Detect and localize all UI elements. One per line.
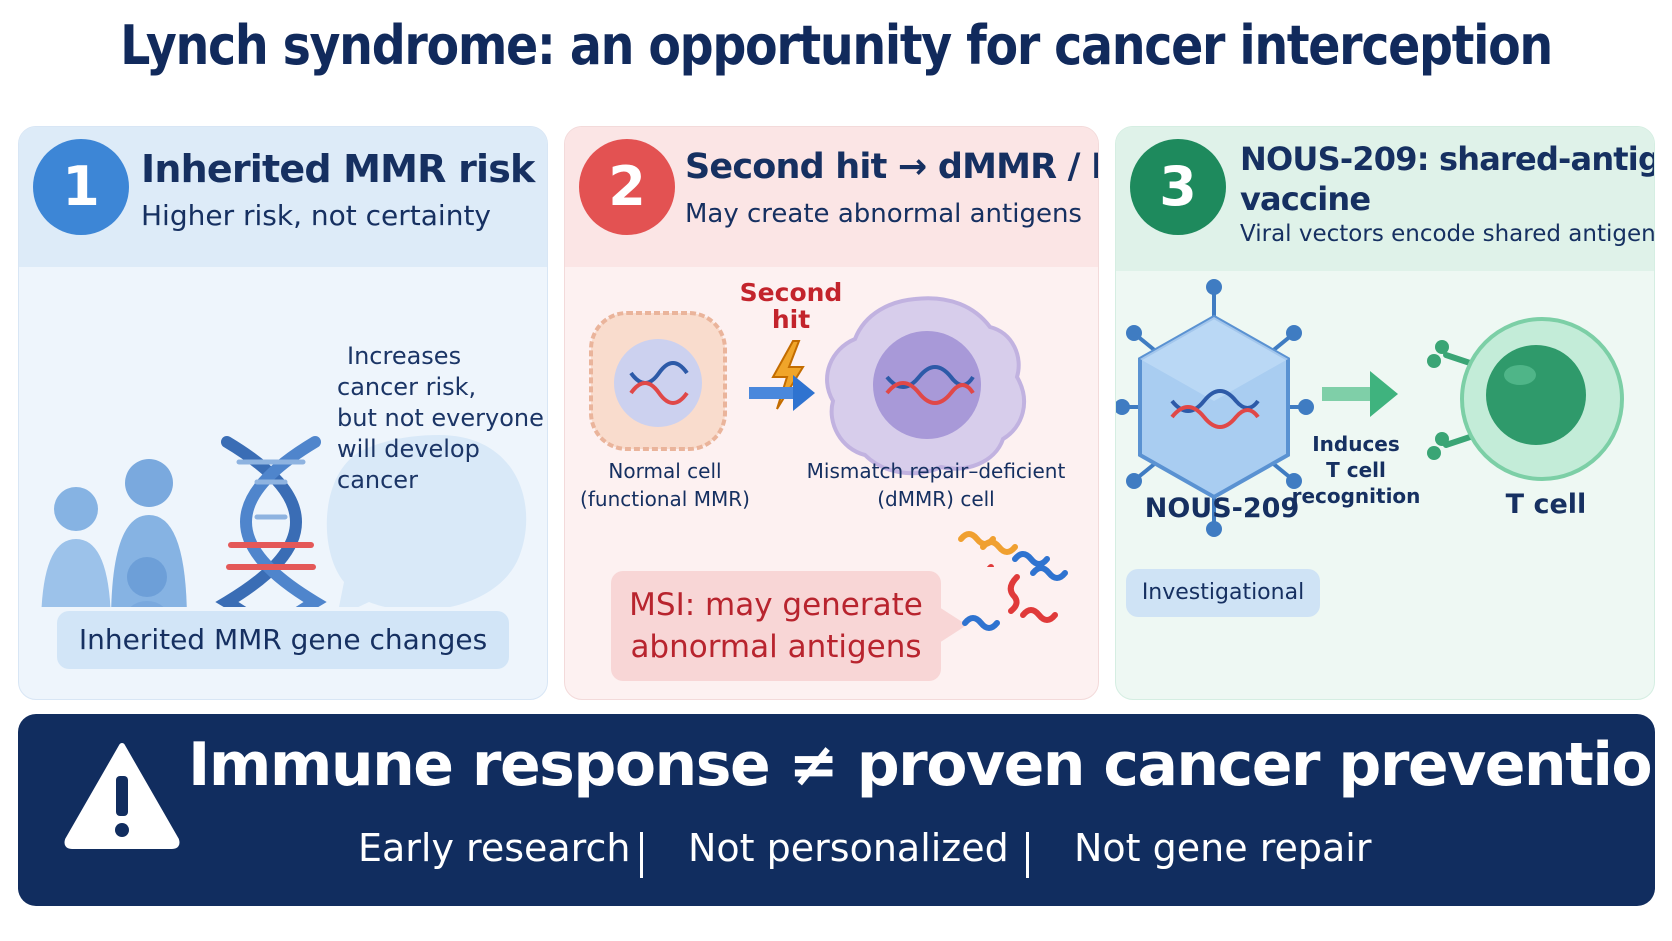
dmmr-cell-icon [825, 296, 1027, 476]
viral-vector-icon [1116, 279, 1314, 537]
vaccine-illustration [1116, 279, 1624, 537]
dmmr-cell-label: Mismatch repair–deficient (dMMR) cell [806, 459, 1066, 511]
investigational-pill: Investigational [1126, 569, 1320, 617]
divider [640, 832, 643, 878]
panel-title: Inherited MMR risk [141, 147, 535, 191]
panel-title: Second hit → dMMR / MSI [685, 147, 1098, 187]
second-hit-label: Second hit [739, 278, 843, 334]
panel-second-hit: 2 Second hit → dMMR / MSI May create abn… [564, 126, 1099, 700]
family-dna-illustration [41, 435, 527, 607]
risk-bubble-text: Increases cancer risk, but not everyone … [337, 342, 544, 494]
dna-helix-icon [215, 436, 327, 607]
cell-transition-illustration [589, 296, 1050, 567]
t-cell-icon [1427, 317, 1624, 481]
page-title: Lynch syndrome: an opportunity for cance… [120, 14, 1553, 77]
t-cell-label: T cell [1505, 489, 1587, 520]
step-badge: 1 [33, 139, 129, 235]
panel-vaccine: 3 NOUS-209: shared-antigen vaccine Viral… [1115, 126, 1655, 700]
panel-subtitle: Higher risk, not certainty [141, 199, 491, 232]
divider [1026, 832, 1029, 878]
panel-inherited-risk: 1 Inherited MMR risk Higher risk, not ce… [18, 126, 548, 700]
vaccine-label: NOUS-209 [1144, 493, 1300, 524]
caveat-headline: Immune response ≠ proven cancer preventi… [188, 730, 1672, 800]
arrow-right-icon [749, 375, 815, 411]
induces-label: Induces T cell recognition [1291, 432, 1421, 508]
caveat-banner: Immune response ≠ proven cancer preventi… [18, 714, 1672, 906]
panel-subtitle: May create abnormal antigens [685, 199, 1082, 229]
speech-bubble [326, 435, 527, 607]
step-badge: 2 [579, 139, 675, 235]
normal-cell-icon [589, 311, 727, 451]
warning-icon [64, 743, 180, 849]
caveat-point-not-gene-repair: Not gene repair [1074, 826, 1372, 870]
arrow-right-icon [1322, 371, 1398, 417]
inherited-gene-pill: Inherited MMR gene changes [57, 611, 509, 669]
caveat-point-early-research: Early research [358, 826, 631, 870]
msi-callout: MSI: may generate abnormal antigens [611, 571, 941, 681]
caveat-point-not-personalized: Not personalized [688, 826, 1009, 870]
step-badge: 3 [1130, 139, 1226, 235]
panel-title: NOUS-209: shared-antigen vaccine [1240, 140, 1654, 218]
panel-subtitle: Viral vectors encode shared antigens [1240, 221, 1655, 247]
callout-pointer [939, 607, 967, 643]
antigen-squiggles [962, 539, 1068, 631]
normal-cell-label: Normal cell (functional MMR) [580, 459, 750, 511]
family-icon [41, 459, 187, 607]
